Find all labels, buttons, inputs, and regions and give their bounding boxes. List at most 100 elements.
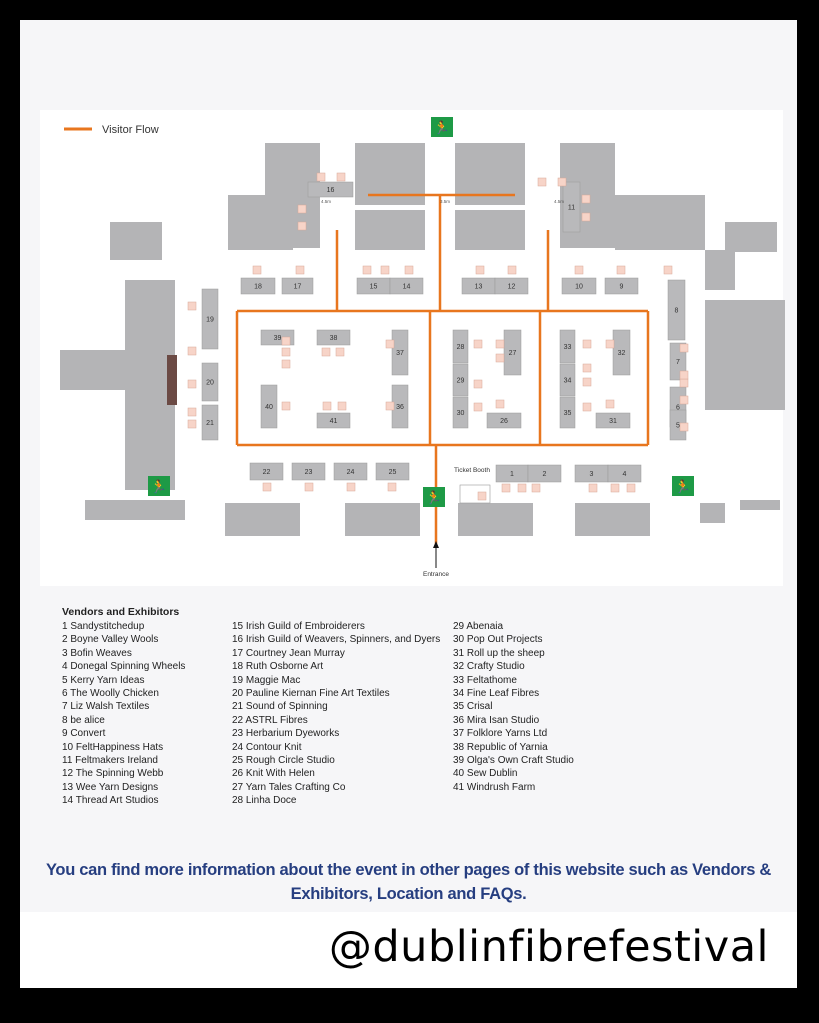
vendor-item: 22 ASTRL Fibres <box>232 714 308 726</box>
chair <box>404 265 414 275</box>
chair <box>262 482 272 492</box>
booth <box>494 277 529 295</box>
chair <box>346 482 356 492</box>
booth <box>260 384 278 429</box>
booth <box>291 462 326 481</box>
chair <box>335 347 345 357</box>
chair <box>252 265 262 275</box>
booth <box>389 277 424 295</box>
vendor-item: 8 be alice <box>62 714 105 726</box>
booth <box>281 277 314 295</box>
booth <box>667 279 686 341</box>
exit-sign-icon <box>672 476 694 496</box>
booth-number: 17 <box>294 284 302 291</box>
booth <box>604 277 639 295</box>
booth-number: 8 <box>675 308 679 315</box>
exit-sign-icon <box>423 487 445 507</box>
booth-number: 41 <box>330 418 338 425</box>
chairs <box>187 172 689 501</box>
dimension-label: 4.5m <box>554 199 564 204</box>
door-panel <box>167 355 177 405</box>
booth <box>249 462 284 481</box>
vendor-item: 7 Liz Walsh Textiles <box>62 701 150 713</box>
chair <box>537 177 547 187</box>
chair <box>187 346 197 356</box>
chair <box>679 378 689 388</box>
chair <box>380 265 390 275</box>
wall-block <box>705 250 735 290</box>
booth-number: 25 <box>389 469 397 476</box>
chair <box>507 265 517 275</box>
booth <box>333 462 368 481</box>
vendor-item: 17 Courtney Jean Murray <box>232 647 345 659</box>
booth <box>452 363 469 397</box>
booth-number: 1 <box>510 471 514 478</box>
chair <box>362 265 372 275</box>
vendor-item: 12 The Spinning Webb <box>62 768 164 780</box>
booth-number: 36 <box>396 404 404 411</box>
wall-block <box>125 280 175 490</box>
vendor-item: 38 Republic of Yarnia <box>453 741 548 753</box>
chair <box>187 407 197 417</box>
chair <box>495 399 505 409</box>
vendor-item: 9 Convert <box>62 728 106 740</box>
vendor-item: 19 Maggie Mac <box>232 674 301 686</box>
chair <box>679 370 689 380</box>
wall-block <box>700 503 725 523</box>
booth-number: 40 <box>265 404 273 411</box>
booth-number: 32 <box>618 350 626 357</box>
vendor-item: 15 Irish Guild of Embroiderers <box>232 621 365 632</box>
chair <box>475 265 485 275</box>
booth <box>307 181 354 198</box>
wall-block <box>705 300 785 410</box>
chair <box>531 483 541 493</box>
booth <box>595 412 631 429</box>
chair <box>187 301 197 311</box>
chair <box>679 343 689 353</box>
exit-sign-icon <box>148 476 170 496</box>
booth-number: 16 <box>327 187 335 194</box>
vendor-item: 11 Feltmakers Ireland <box>62 754 158 766</box>
vendor-item: 26 Knit With Helen <box>232 768 315 780</box>
chair <box>473 402 483 412</box>
booth-number: 3 <box>590 471 594 478</box>
booth <box>559 396 576 429</box>
vendor-item: 31 Roll up the sheep <box>453 647 545 659</box>
booth-number: 12 <box>508 284 516 291</box>
booth <box>201 362 219 402</box>
wall-block <box>85 500 185 520</box>
booth <box>527 464 562 483</box>
vendor-item: 2 Boyne Valley Wools <box>62 634 159 646</box>
wall-block <box>725 222 777 252</box>
booth-number: 26 <box>500 418 508 425</box>
chair <box>574 265 584 275</box>
ticket-booth-label: Ticket Booth <box>454 467 490 474</box>
chair <box>322 401 332 411</box>
vendors-title: Vendors and Exhibitors <box>62 606 180 618</box>
booth-number: 5 <box>676 423 680 430</box>
exit-signs: 🏃🏃🏃🏃 <box>148 117 694 507</box>
booth-number: 27 <box>509 350 517 357</box>
vendor-item: 20 Pauline Kiernan Fine Art Textiles <box>232 687 390 699</box>
vendor-item: 3 Bofin Weaves <box>62 647 132 659</box>
booth <box>561 277 597 295</box>
vendor-item: 13 Wee Yarn Designs <box>62 781 159 793</box>
booth-number: 4 <box>623 471 627 478</box>
chair <box>336 172 346 182</box>
chair <box>316 172 326 182</box>
chair <box>495 339 505 349</box>
vendor-item: 5 Kerry Yarn Ideas <box>62 674 145 686</box>
chair <box>501 483 511 493</box>
booth-number: 2 <box>543 471 547 478</box>
vendor-item: 27 Yarn Tales Crafting Co <box>232 781 346 793</box>
vendor-item: 32 Crafty Studio <box>453 661 525 673</box>
booth <box>559 329 576 364</box>
chair <box>581 212 591 222</box>
vendor-item: 40 Sew Dublin <box>453 768 518 780</box>
wall-block <box>345 503 420 536</box>
wall-block <box>740 500 780 510</box>
chair <box>517 483 527 493</box>
